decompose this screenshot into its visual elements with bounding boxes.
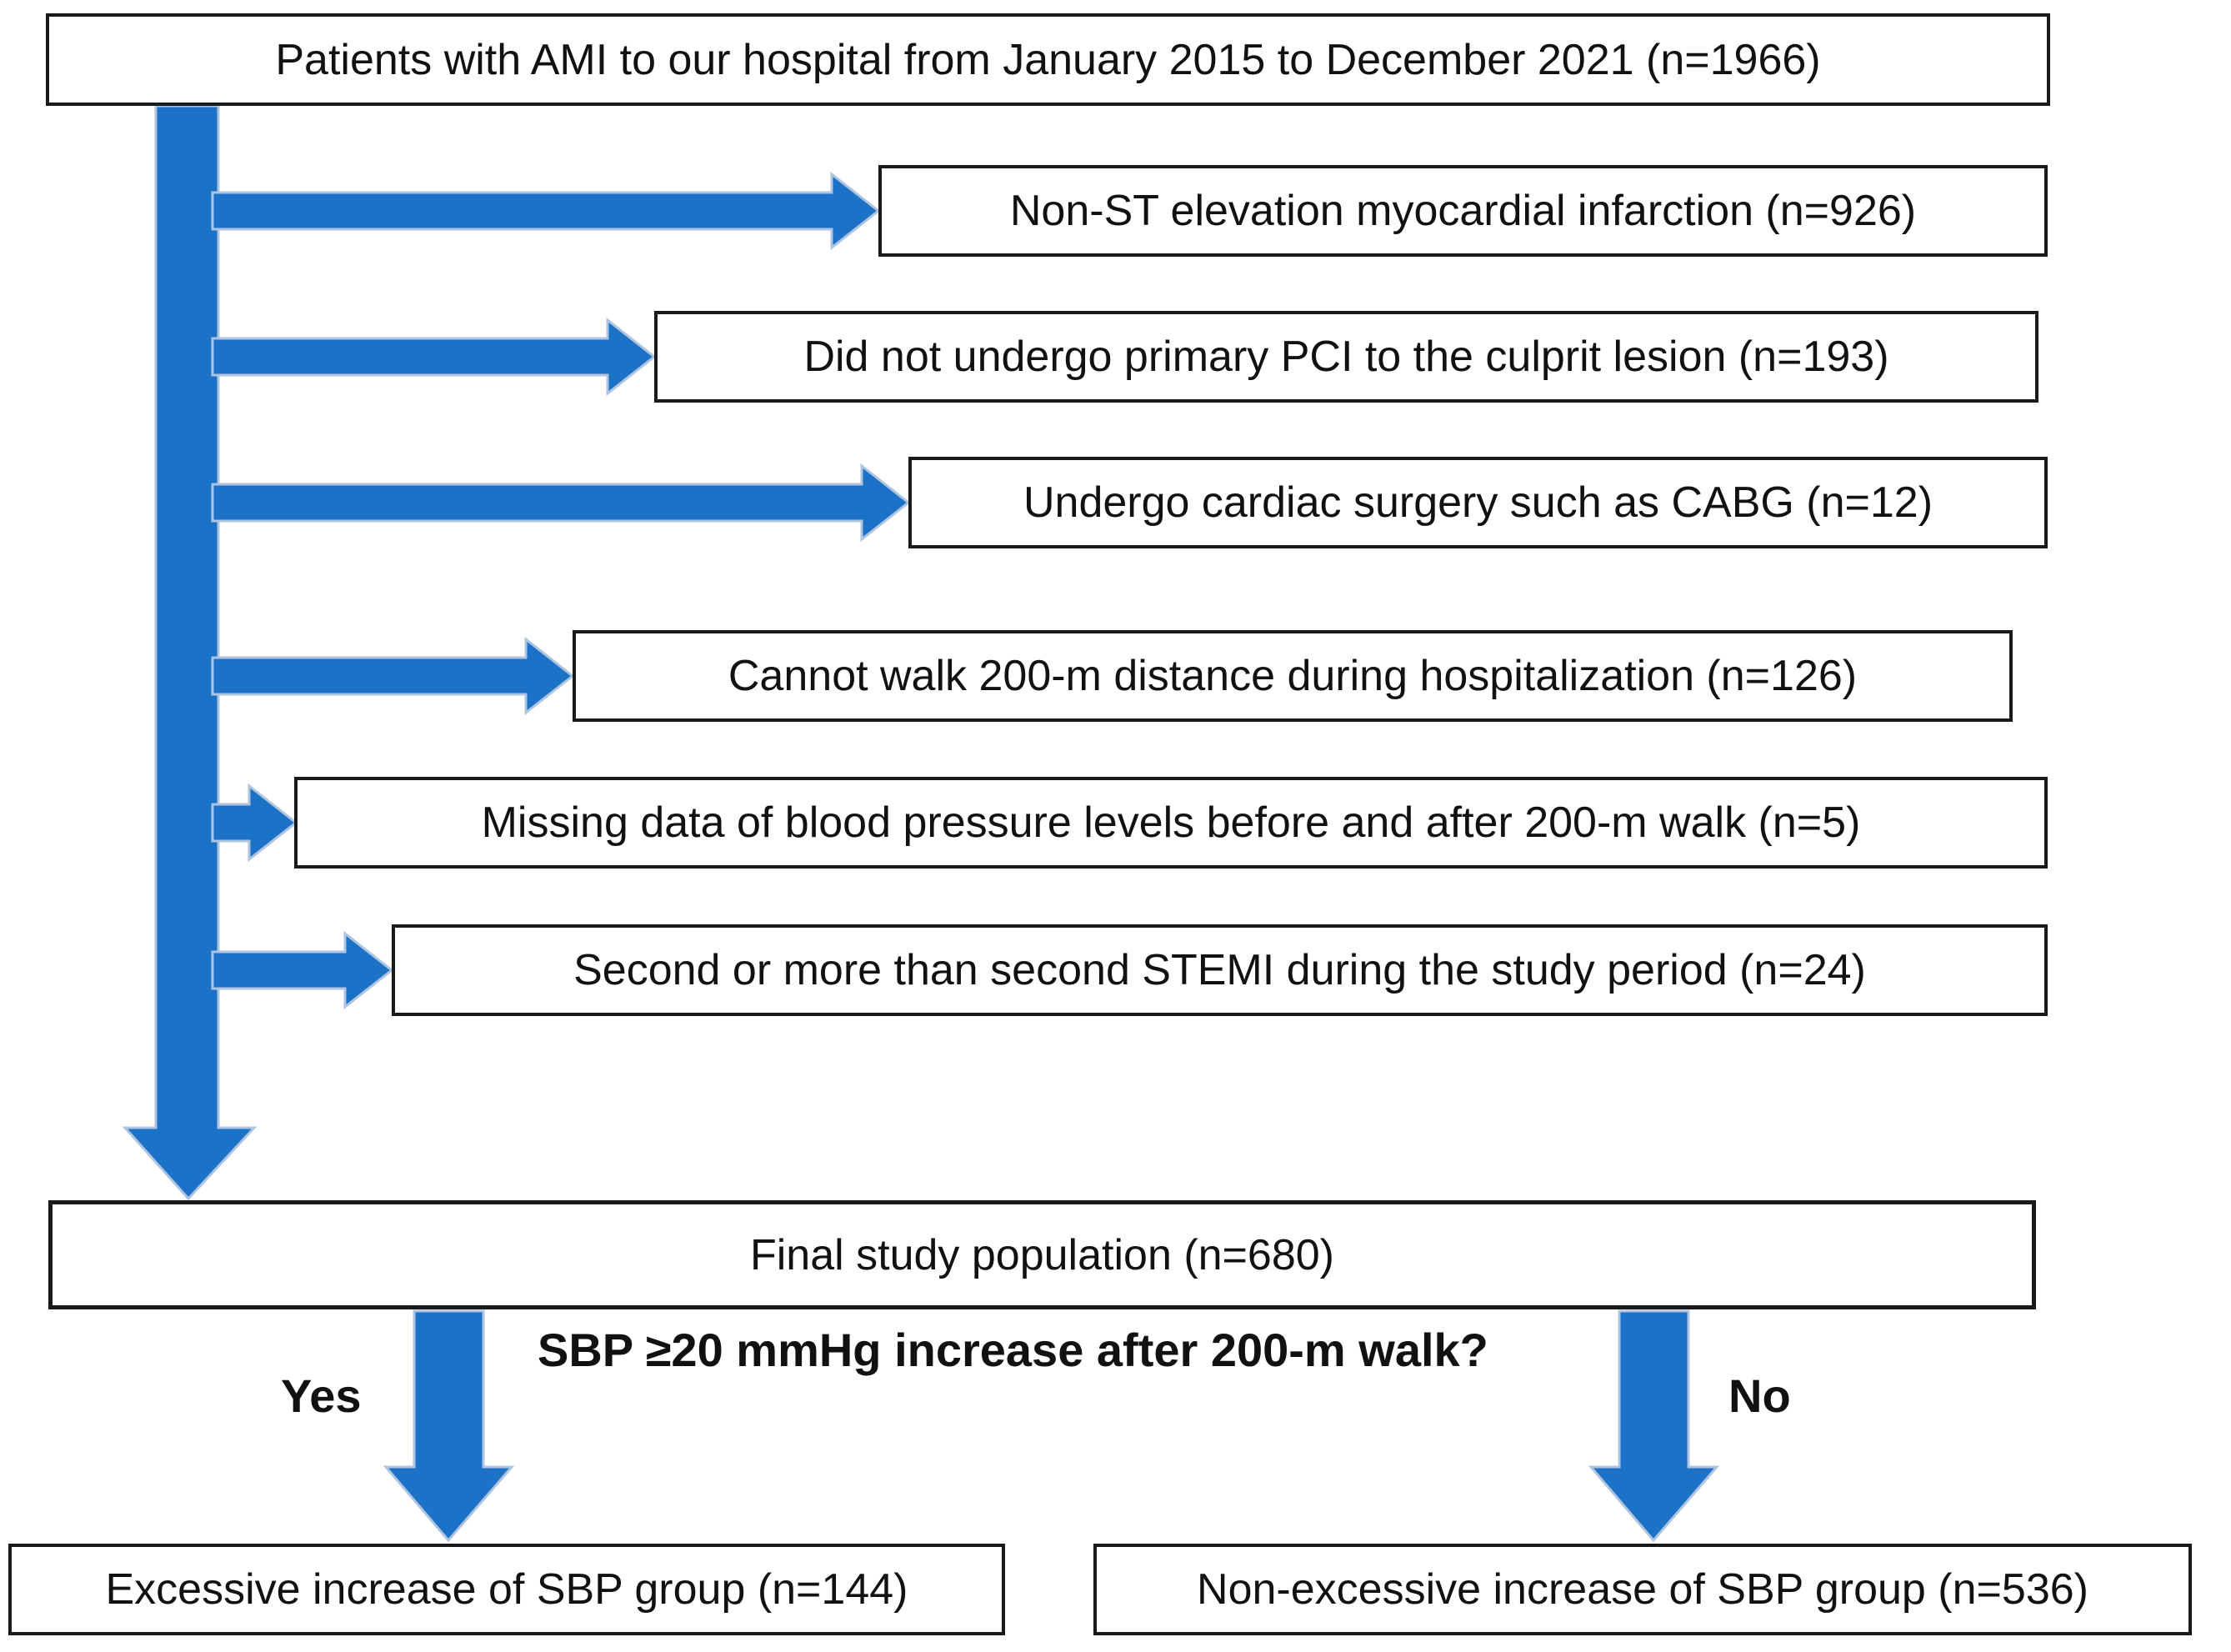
exclusion-box-3: Undergo cardiac surgery such as CABG (n=…: [908, 457, 2048, 548]
exclusion-box-3-label: Undergo cardiac surgery such as CABG (n=…: [1023, 478, 1933, 527]
exclusion-box-4: Cannot walk 200-m distance during hospit…: [573, 630, 2013, 722]
exclusion-box-2: Did not undergo primary PCI to the culpr…: [654, 311, 2038, 403]
outcome-box-non-excessive: Non-excessive increase of SBP group (n=5…: [1093, 1544, 2192, 1635]
exclusion-box-1-label: Non-ST elevation myocardial infarction (…: [1009, 187, 1917, 235]
yes-branch-arrow: [383, 1309, 515, 1543]
exclusion-box-5: Missing data of blood pressure levels be…: [294, 777, 2048, 869]
population-box: Patients with AMI to our hospital from J…: [46, 13, 2050, 106]
branch-label-no: No: [1728, 1369, 1791, 1422]
exclusion-box-2-label: Did not undergo primary PCI to the culpr…: [803, 333, 1889, 381]
final-population-box-label: Final study population (n=680): [749, 1230, 1334, 1279]
exclusion-box-6: Second or more than second STEMI during …: [392, 924, 2048, 1016]
outcome-box-excessive-label: Excessive increase of SBP group (n=144): [105, 1565, 908, 1614]
population-box-label: Patients with AMI to our hospital from J…: [275, 35, 1821, 84]
branch-label-yes: Yes: [281, 1369, 362, 1422]
final-population-box: Final study population (n=680): [48, 1200, 2036, 1309]
exclusion-box-6-label: Second or more than second STEMI during …: [573, 946, 1866, 994]
exclusion-arrow-2: [211, 317, 657, 397]
outcome-box-non-excessive-label: Non-excessive increase of SBP group (n=5…: [1197, 1565, 2088, 1614]
exclusion-box-5-label: Missing data of blood pressure levels be…: [481, 798, 1861, 847]
branch-question: SBP ≥20 mmHg increase after 200-m walk?: [538, 1324, 1488, 1376]
exclusion-arrow-3: [211, 463, 911, 543]
exclusion-box-1: Non-ST elevation myocardial infarction (…: [878, 165, 2048, 257]
exclusion-arrow-6: [211, 930, 394, 1010]
exclusion-arrow-1: [211, 171, 881, 251]
exclusion-arrow-5: [211, 783, 298, 863]
exclusion-box-4-label: Cannot walk 200-m distance during hospit…: [728, 652, 1858, 700]
outcome-box-excessive: Excessive increase of SBP group (n=144): [8, 1544, 1005, 1635]
no-branch-arrow: [1588, 1309, 1720, 1543]
exclusion-arrow-4: [211, 636, 575, 716]
main-flow-arrow: [122, 104, 258, 1201]
